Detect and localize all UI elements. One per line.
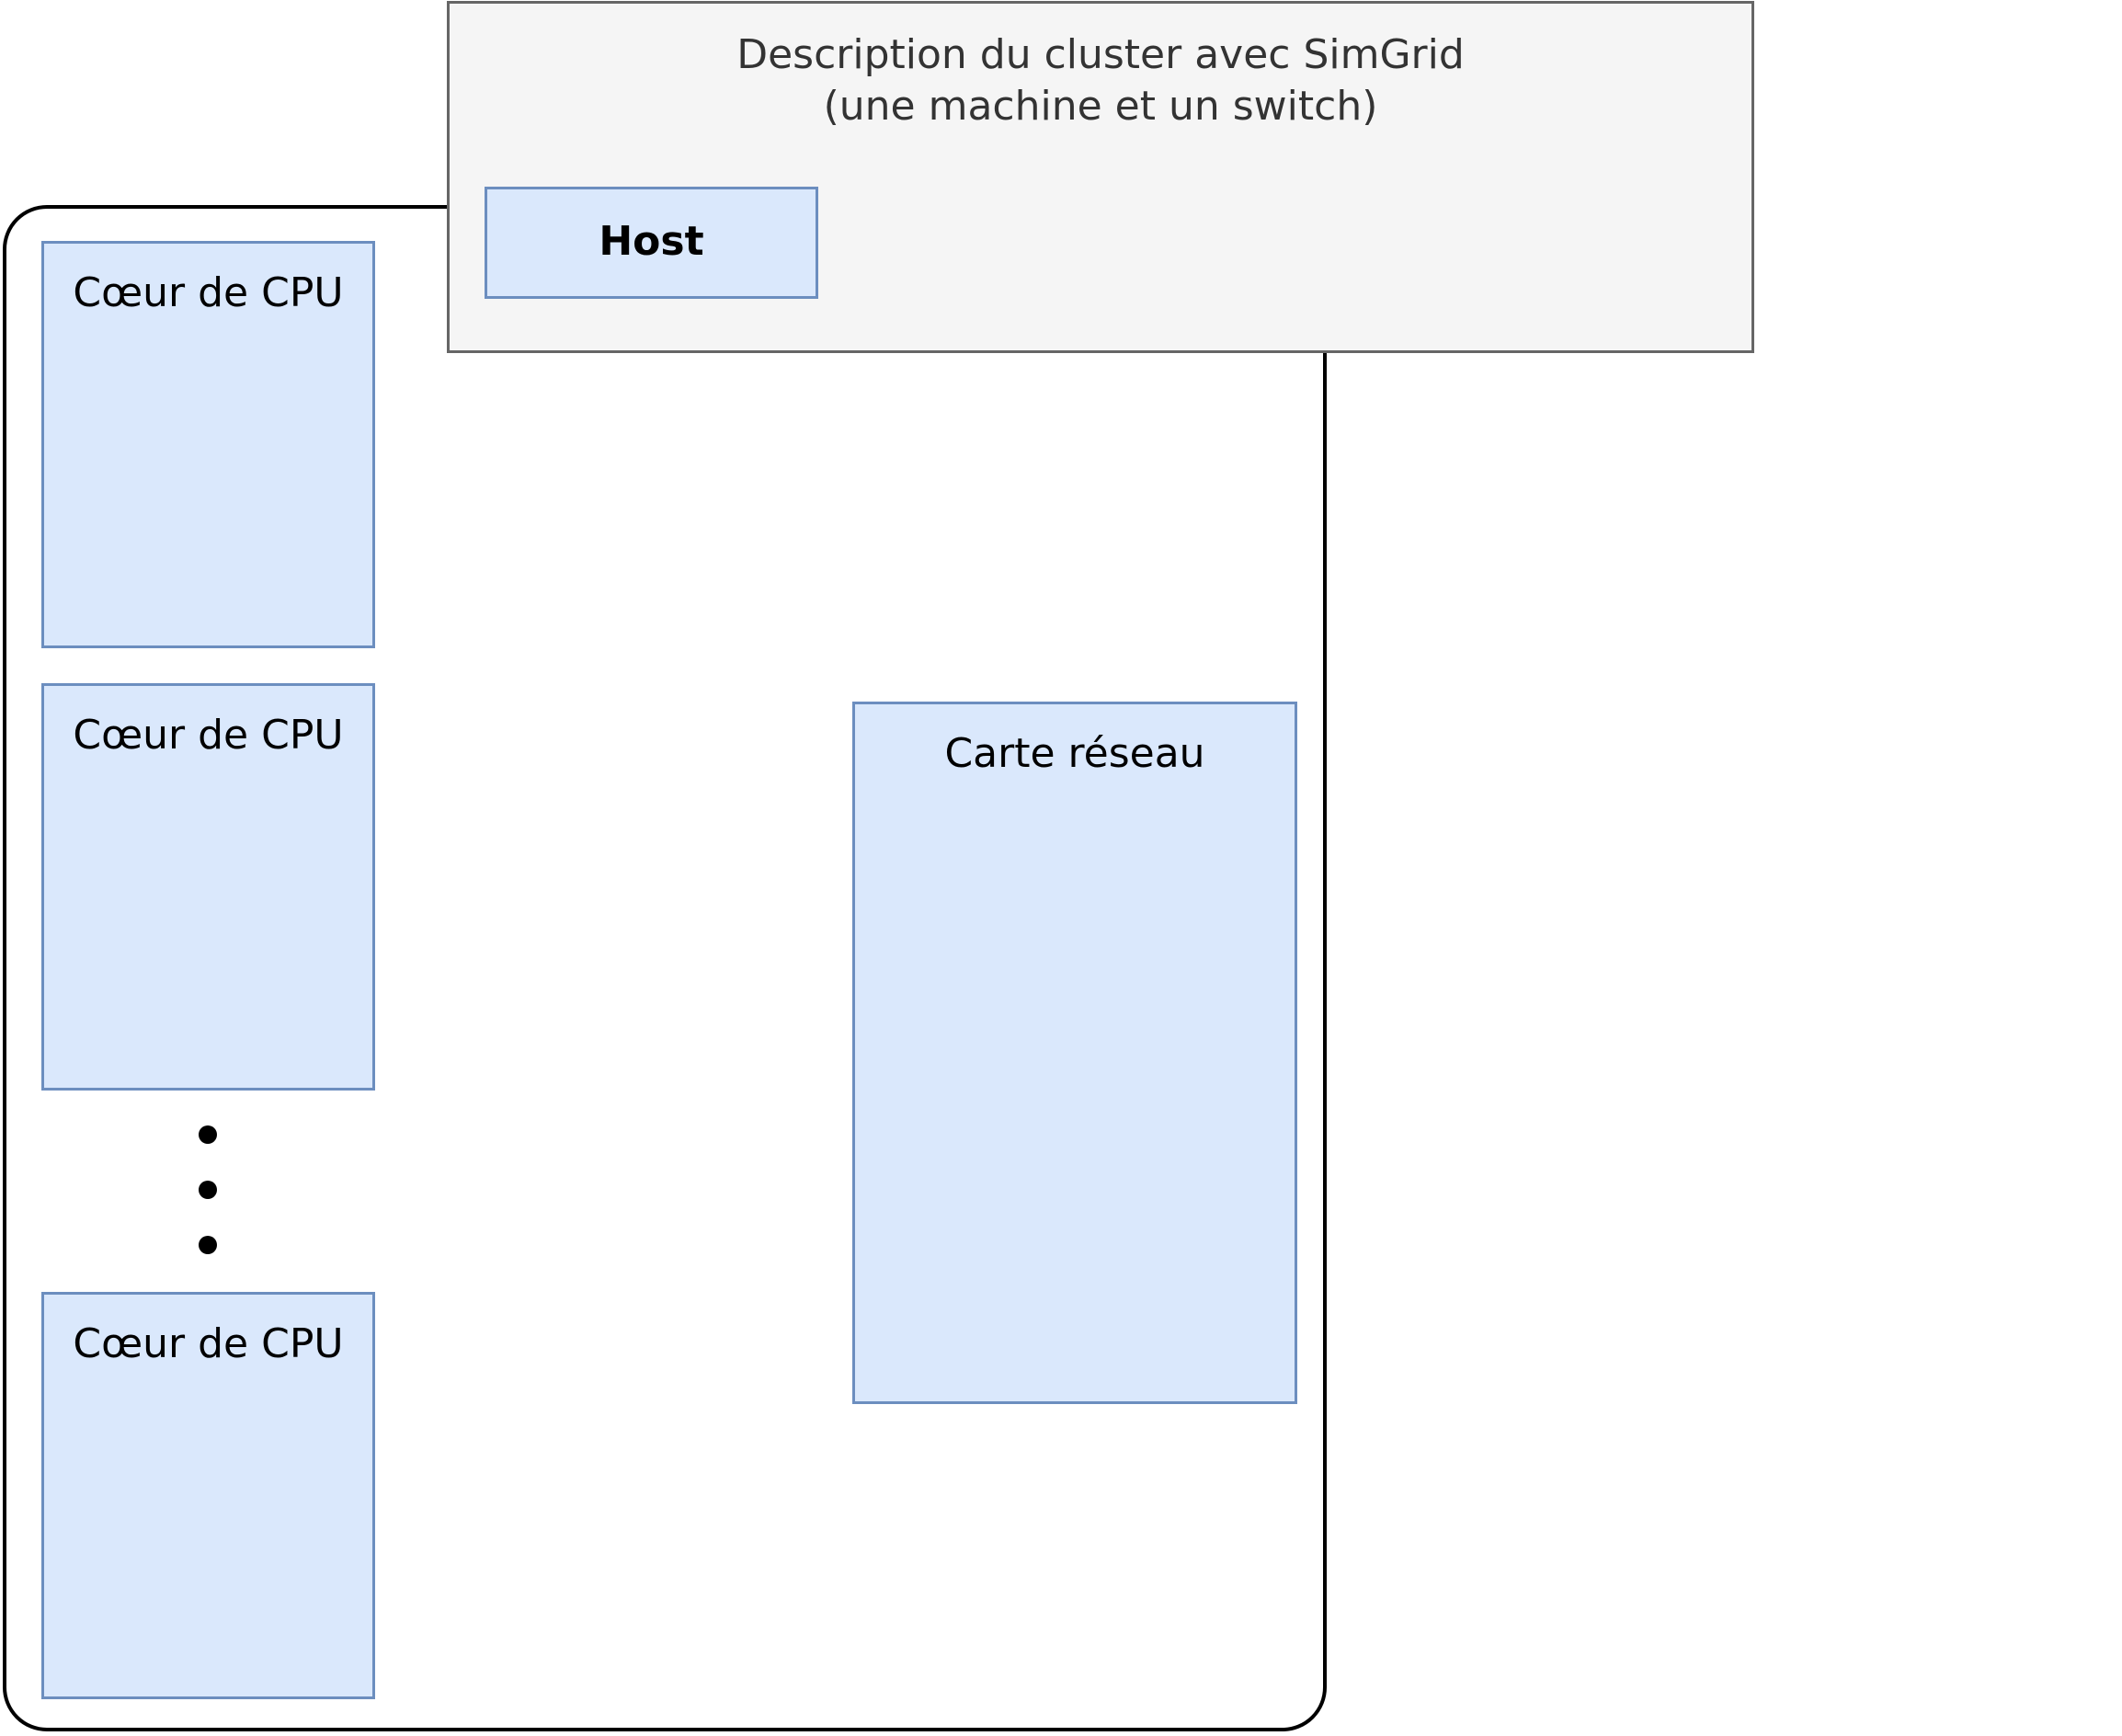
- cpu-core-label: Cœur de CPU: [73, 1320, 344, 1367]
- ellipsis-dot: [199, 1125, 217, 1144]
- cpu-core-label: Cœur de CPU: [73, 712, 344, 759]
- legend-title: Description du cluster avec SimGrid (une…: [450, 29, 1751, 132]
- legend-title-line2: (une machine et un switch): [823, 83, 1378, 130]
- cpu-core-box: Cœur de CPU: [41, 1292, 375, 1699]
- host-legend-box: Host: [485, 187, 818, 299]
- network-card-box: Carte réseau: [852, 702, 1297, 1404]
- ellipsis-dot: [199, 1181, 217, 1199]
- legend-panel: Description du cluster avec SimGrid (une…: [447, 1, 1754, 353]
- legend-title-line1: Description du cluster avec SimGrid: [736, 31, 1465, 78]
- cpu-core-box: Cœur de CPU: [41, 241, 375, 648]
- ellipsis-dot: [199, 1236, 217, 1254]
- network-card-label: Carte réseau: [944, 730, 1205, 777]
- cpu-core-box: Cœur de CPU: [41, 683, 375, 1091]
- host-label: Host: [599, 218, 704, 265]
- cpu-core-label: Cœur de CPU: [73, 269, 344, 316]
